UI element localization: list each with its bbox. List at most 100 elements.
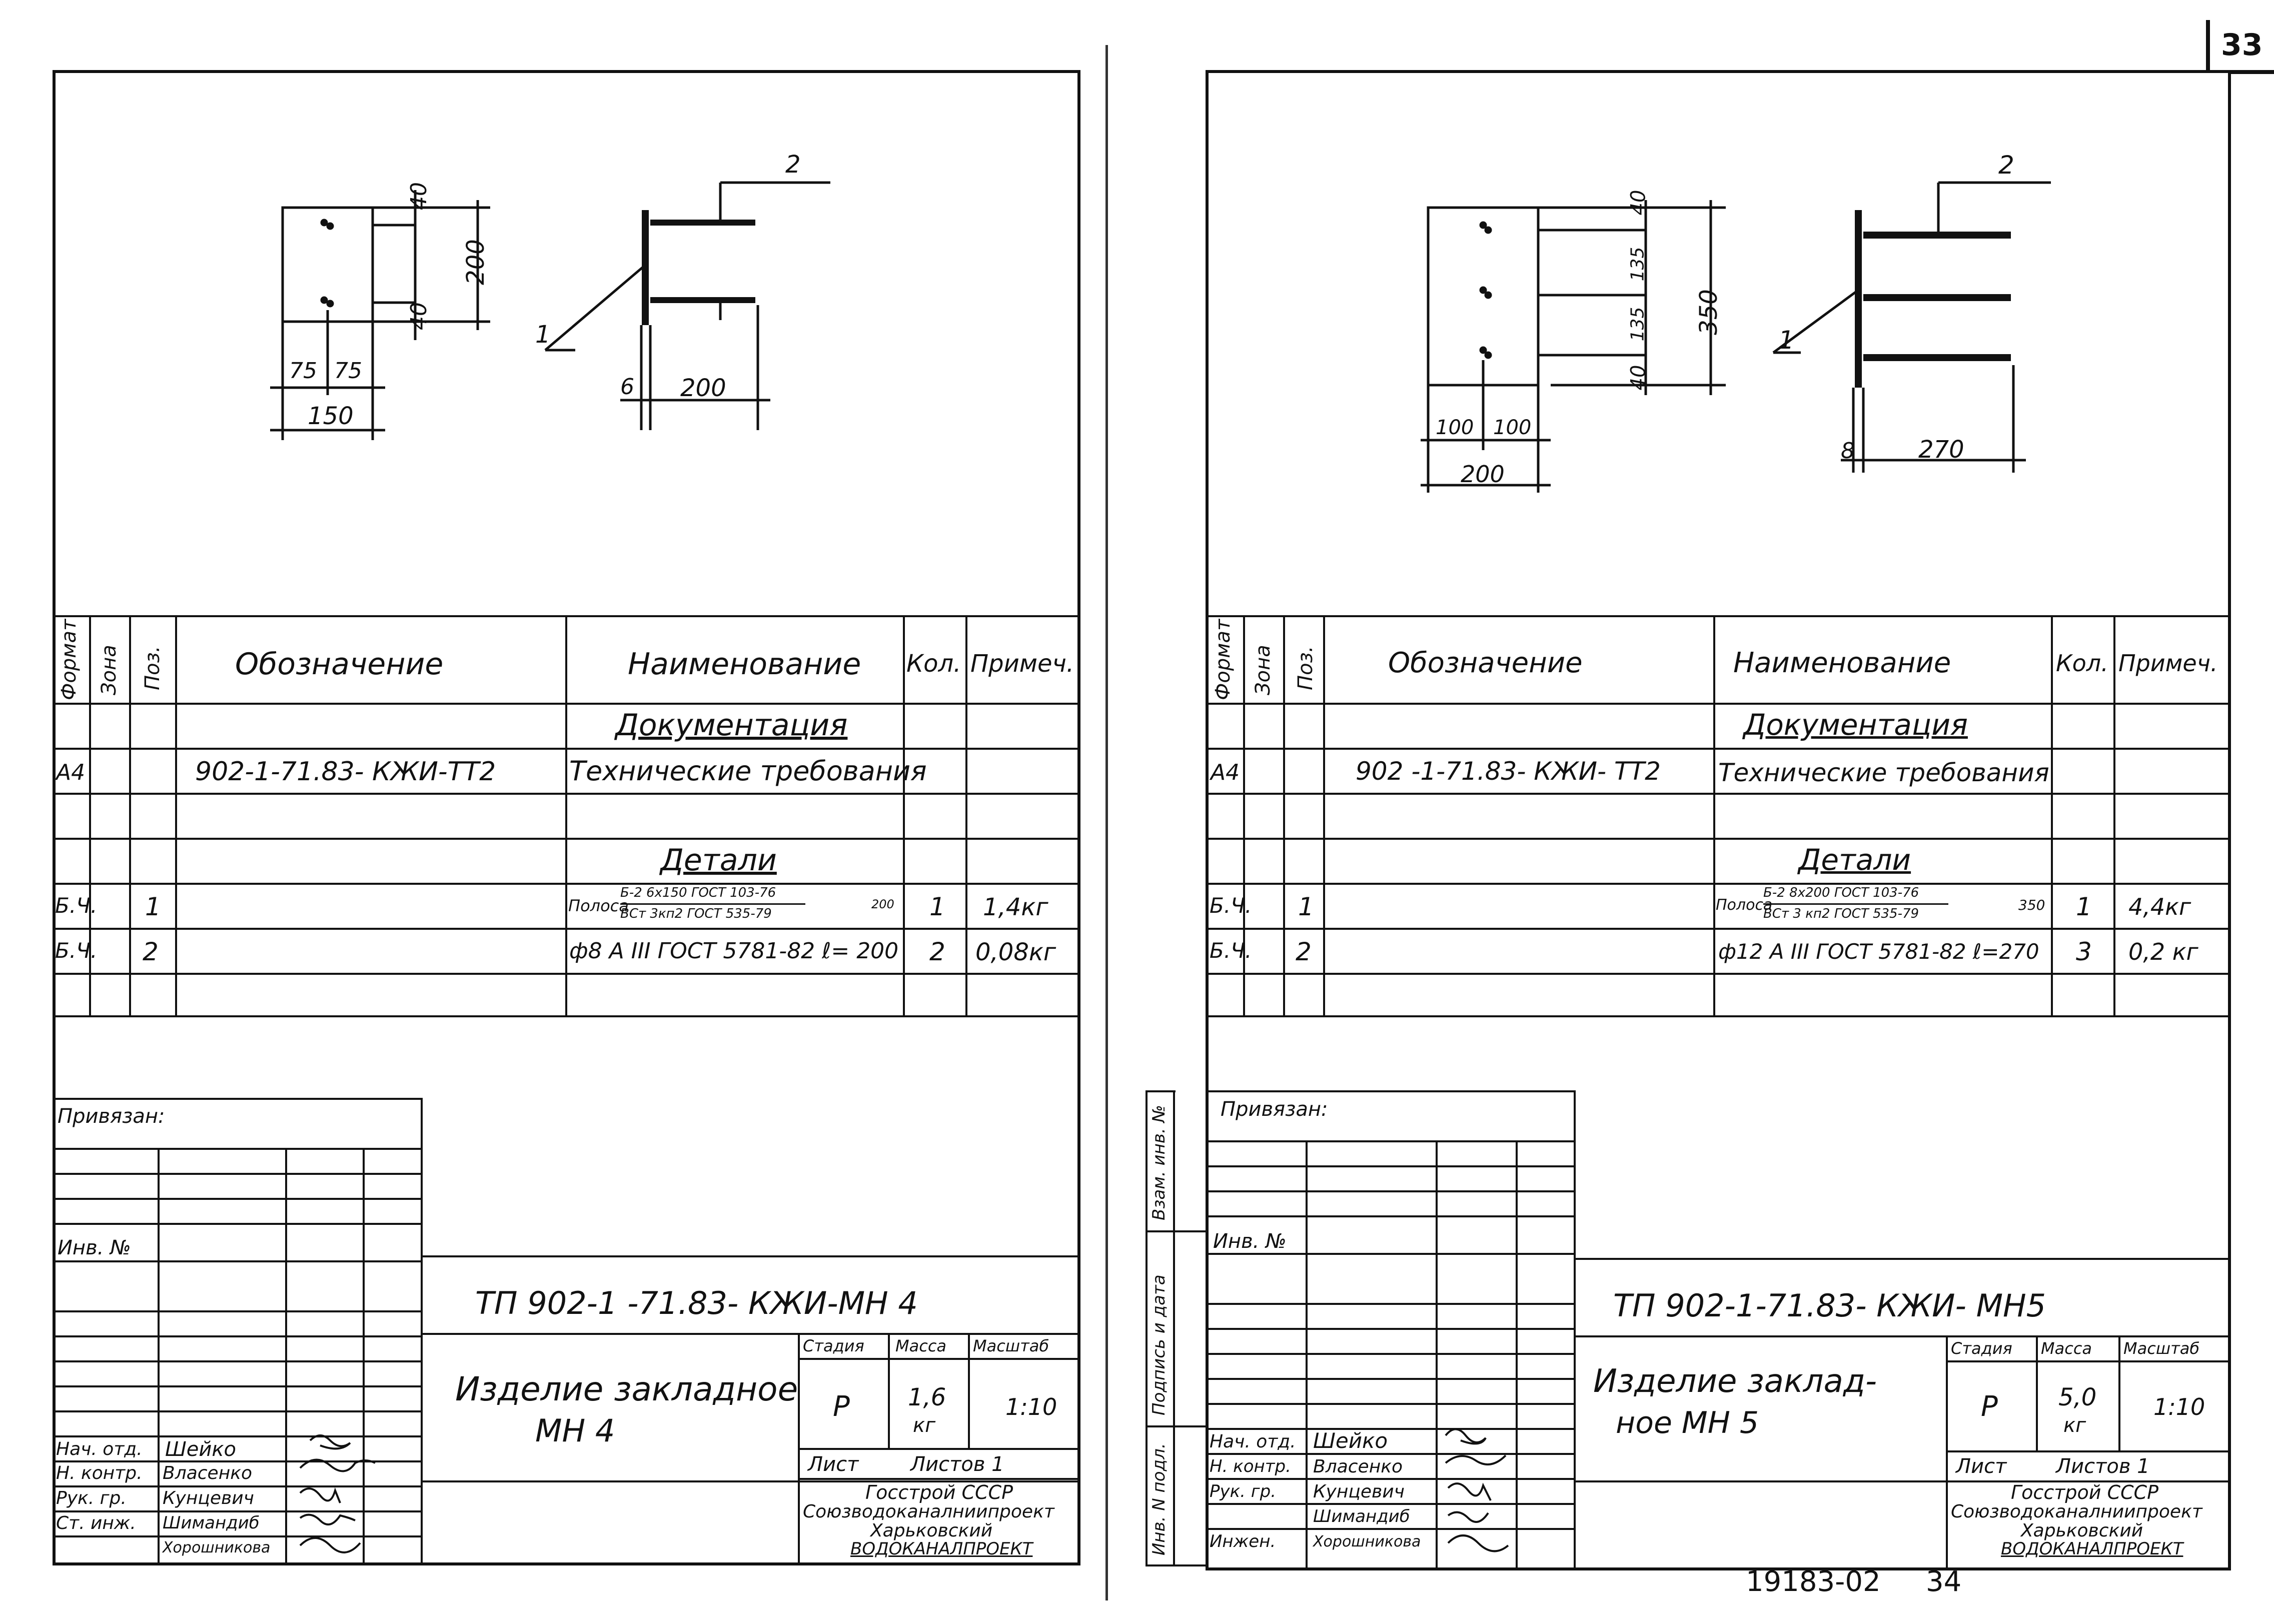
doc-code: ТП 902-1-71.83- КЖИ- МН5 bbox=[1613, 1287, 2046, 1324]
row2-name: ф12 А III ГОСТ 5781-82 ℓ=270 bbox=[1718, 939, 2039, 964]
row2-format: Б.Ч. bbox=[1210, 938, 1252, 963]
signer4-name: Шимандиб bbox=[1313, 1506, 1410, 1526]
row1-note: 1,4кг bbox=[983, 893, 1048, 921]
header-pos: Поз. bbox=[141, 646, 164, 690]
row1-format: Б.Ч. bbox=[1210, 893, 1252, 918]
signer3-name: Кунцевич bbox=[1313, 1481, 1405, 1502]
signer2-role: Н. контр. bbox=[56, 1463, 143, 1483]
dim-thickness-8: 8 bbox=[1841, 438, 1855, 464]
org-line2: Союзводоканалниипроект bbox=[1951, 1501, 2202, 1522]
page-number-bar bbox=[2206, 20, 2210, 75]
row1-note: 4,4кг bbox=[2128, 893, 2191, 920]
header-qty: Кол. bbox=[2056, 650, 2108, 677]
header-designation: Обозначение bbox=[235, 647, 444, 682]
signer2-name: Власенко bbox=[1313, 1456, 1403, 1477]
dim-right-75: 75 bbox=[334, 358, 362, 384]
side-label-podpis-data: Подпись и дата bbox=[1149, 1274, 1169, 1415]
row1-length: 200 bbox=[871, 897, 894, 911]
row1-name-bottom: ВСт 3 кп2 ГОСТ 535-79 bbox=[1763, 906, 1919, 921]
dim-bottom-40: 40 bbox=[1627, 365, 1650, 391]
signer3-role: Рук. гр. bbox=[56, 1488, 127, 1508]
sheet-label: Лист bbox=[808, 1453, 859, 1476]
privyazan-label: Привязан: bbox=[58, 1105, 165, 1128]
signer3-name: Кунцевич bbox=[163, 1488, 254, 1508]
dim-mid-135-a: 135 bbox=[1627, 247, 1648, 282]
center-fold-line bbox=[1105, 45, 1108, 1600]
header-format: Формат bbox=[1212, 619, 1235, 700]
dim-right-100: 100 bbox=[1493, 416, 1532, 439]
privyazan-label: Привязан: bbox=[1221, 1098, 1328, 1121]
signer1-name: Шейко bbox=[1313, 1428, 1388, 1453]
row2-pos: 2 bbox=[143, 937, 159, 966]
callout-1: 1 bbox=[535, 321, 551, 349]
dim-width-150: 150 bbox=[308, 402, 354, 430]
footer-doc-code: 19183-02 bbox=[1746, 1565, 1881, 1598]
footer-page: 34 bbox=[1926, 1565, 1962, 1598]
signer2-role: Н. контр. bbox=[1210, 1456, 1291, 1476]
row1-pos: 1 bbox=[145, 892, 161, 921]
dim-height-200: 200 bbox=[461, 239, 490, 285]
row1-length: 350 bbox=[2018, 897, 2045, 913]
doc-code: ТП 902-1 -71.83- КЖИ-МН 4 bbox=[475, 1285, 918, 1321]
header-name: Наименование bbox=[1733, 647, 1951, 679]
dim-length-200: 200 bbox=[680, 374, 726, 402]
mass-value: 1,6 bbox=[908, 1383, 946, 1411]
title-line2: МН 4 bbox=[535, 1412, 615, 1449]
row1-name-prefix: Полоса bbox=[568, 896, 629, 915]
org-line4: ВОДОКАНАЛПРОЕКТ bbox=[2001, 1539, 2183, 1559]
row2-note: 0,08кг bbox=[975, 938, 1056, 966]
row1-name-top: Б-2 8х200 ГОСТ 103-76 bbox=[1763, 885, 1919, 900]
sheets-label: Листов 1 bbox=[2056, 1455, 2150, 1478]
org-line1: Госстрой СССР bbox=[2011, 1481, 2159, 1503]
header-zone: Зона bbox=[1252, 645, 1275, 695]
header-zone: Зона bbox=[98, 645, 121, 695]
header-note: Примеч. bbox=[970, 650, 1074, 678]
mass-label: Масса bbox=[2041, 1339, 2092, 1358]
callout-1: 1 bbox=[1778, 326, 1794, 355]
section-documentation: Документация bbox=[1743, 708, 1968, 742]
mass-unit: кг bbox=[913, 1414, 936, 1437]
stage-value: Р bbox=[1981, 1390, 1998, 1423]
signer5-name: Хорошникова bbox=[1313, 1533, 1421, 1550]
row1-qty: 1 bbox=[2076, 892, 2092, 921]
side-label-vzam-inv: Взам. инв. № bbox=[1149, 1105, 1169, 1220]
org-line1: Госстрой СССР bbox=[865, 1481, 1013, 1503]
signer3-role: Рук. гр. bbox=[1210, 1481, 1277, 1501]
header-qty: Кол. bbox=[906, 650, 961, 678]
mass-label: Масса bbox=[895, 1336, 947, 1355]
title-line2: ное МН 5 bbox=[1616, 1405, 1759, 1440]
signer2-name: Власенко bbox=[163, 1463, 253, 1483]
row1-fraction-bar bbox=[620, 903, 805, 905]
dim-mid-135-b: 135 bbox=[1627, 307, 1648, 342]
org-line4: ВОДОКАНАЛПРОЕКТ bbox=[850, 1539, 1033, 1559]
row2-qty: 3 bbox=[2076, 937, 2092, 966]
scale-value: 1:10 bbox=[1005, 1393, 1057, 1420]
signer4-role: Ст. инж. bbox=[56, 1513, 136, 1533]
mass-unit: кг bbox=[2063, 1414, 2086, 1437]
row2-qty: 2 bbox=[929, 937, 945, 966]
dim-length-270: 270 bbox=[1918, 436, 1964, 464]
page-number-underline bbox=[2206, 70, 2274, 74]
row1-name-top: Б-2 6х150 ГОСТ 103-76 bbox=[620, 885, 776, 900]
dim-left-100: 100 bbox=[1436, 416, 1474, 439]
signer1-name: Шейко bbox=[165, 1438, 237, 1461]
section-details: Детали bbox=[660, 843, 777, 878]
sheet-mh5 bbox=[1206, 70, 2231, 1570]
doc-row-designation: 902-1-71.83- КЖИ-ТТ2 bbox=[195, 757, 496, 787]
row1-fraction-bar bbox=[1763, 903, 1948, 905]
signer4-name: Шимандиб bbox=[163, 1513, 260, 1533]
stage-label: Стадия bbox=[803, 1336, 864, 1355]
dim-width-200: 200 bbox=[1461, 461, 1505, 488]
sheet-label: Лист bbox=[1956, 1455, 2007, 1478]
signer5-name: Хорошникова bbox=[163, 1539, 271, 1556]
row2-format: Б.Ч. bbox=[55, 938, 98, 963]
doc-row-name: Технические требования bbox=[1718, 758, 2049, 787]
signer1-role: Нач. отд. bbox=[1210, 1431, 1296, 1452]
doc-row-name: Технические требования bbox=[569, 755, 927, 787]
signer5-role: Инжен. bbox=[1210, 1531, 1276, 1551]
section-documentation: Документация bbox=[615, 708, 848, 743]
header-designation: Обозначение bbox=[1388, 647, 1583, 679]
row2-note: 0,2 кг bbox=[2128, 938, 2198, 965]
dim-left-75: 75 bbox=[289, 358, 317, 384]
row2-pos: 2 bbox=[1296, 937, 1312, 966]
